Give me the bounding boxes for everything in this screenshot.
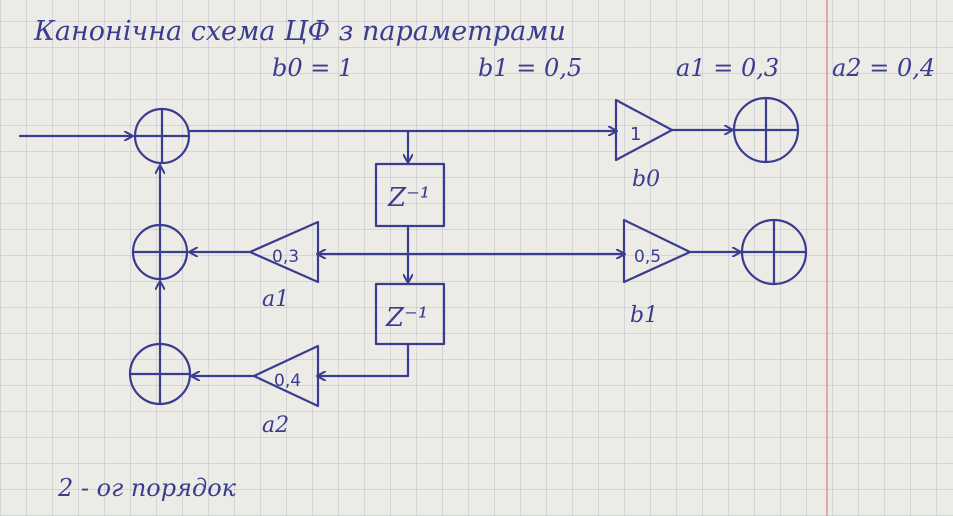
gain-a1: 0,3	[248, 220, 320, 284]
param-a2: a2 = 0,4	[832, 54, 935, 82]
gain-a2: 0,4	[252, 344, 320, 408]
output-adder-2	[740, 218, 808, 286]
gain-b1: 0,5	[622, 218, 692, 284]
title-text: Канонічна схема ЦФ з параметрами	[33, 16, 566, 47]
gain-b1-value: 0,5	[634, 247, 661, 267]
gain-a1-value: 0,3	[272, 247, 299, 267]
gain-b0: 1	[614, 98, 674, 162]
filter-order-note: 2 - ог порядок	[57, 474, 237, 502]
delay-1: Z⁻¹	[374, 162, 446, 228]
adder-2	[131, 223, 189, 281]
gain-a1-label: a1	[262, 287, 289, 312]
param-b0: b0 = 1	[272, 54, 353, 82]
output-adder-1	[732, 96, 800, 164]
notebook-margin-line	[826, 0, 828, 516]
gain-b0-value: 1	[630, 124, 641, 145]
adder-1	[133, 107, 191, 165]
gain-a2-label: a2	[262, 413, 289, 438]
delay-1-label: Z⁻¹	[387, 183, 430, 213]
gain-a2-value: 0,4	[274, 371, 301, 391]
param-b1: b1 = 0,5	[478, 54, 582, 82]
param-a1: a1 = 0,3	[676, 54, 779, 82]
delay-2-label: Z⁻¹	[385, 303, 428, 333]
gain-b1-label: b1	[630, 303, 658, 328]
delay-2: Z⁻¹	[374, 282, 446, 346]
gain-b0-label: b0	[632, 167, 660, 192]
adder-3	[128, 342, 192, 406]
